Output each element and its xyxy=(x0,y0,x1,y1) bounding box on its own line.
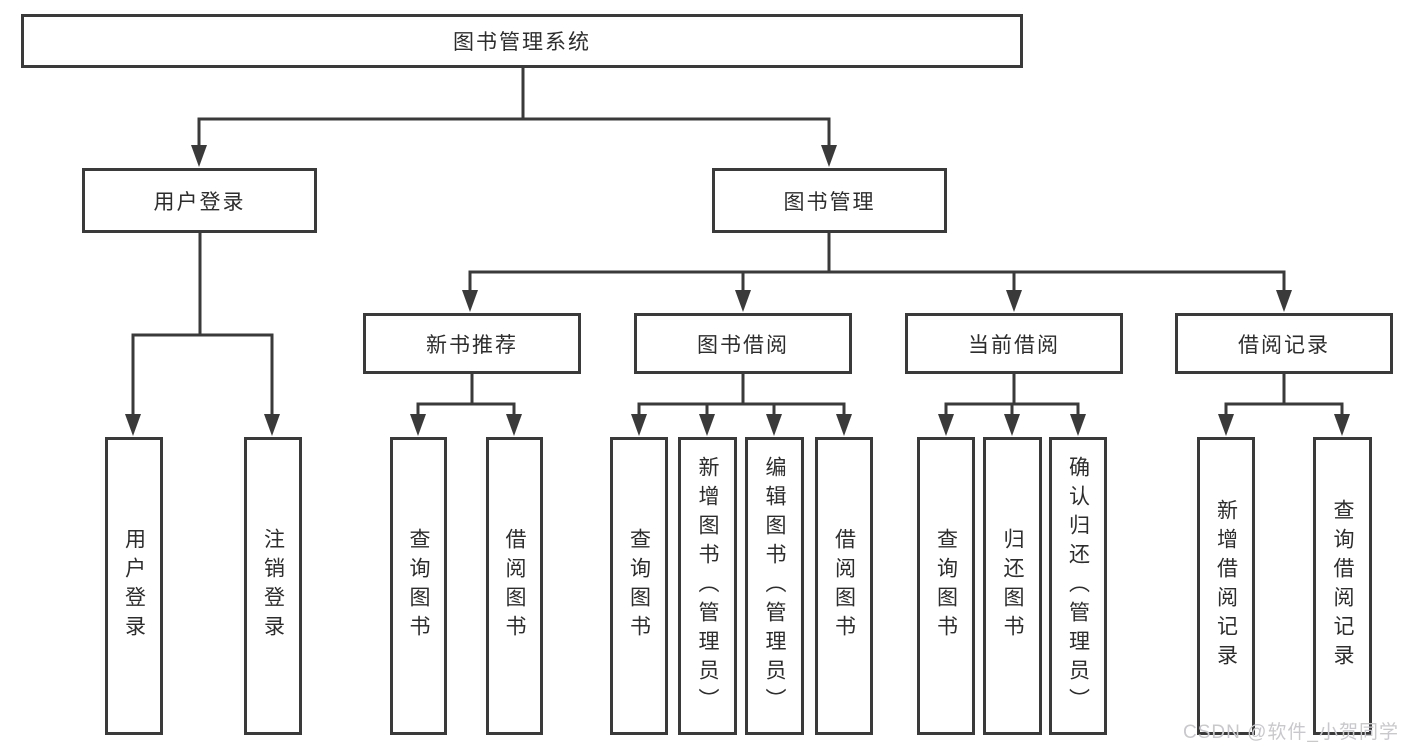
arrowhead-icons xyxy=(125,145,1350,436)
leaf-logout: 注销登录 xyxy=(244,437,302,735)
node-current-borrowing: 当前借阅 xyxy=(905,313,1123,374)
node-book-borrowing: 图书借阅 xyxy=(634,313,852,374)
node-label: 新增图书（管理员） xyxy=(696,455,719,717)
node-label: 注销登录 xyxy=(261,528,285,644)
node-label: 用户登录 xyxy=(122,528,146,644)
node-label: 借阅图书 xyxy=(832,528,856,644)
node-label: 编辑图书（管理员） xyxy=(763,455,786,717)
node-label: 当前借阅 xyxy=(968,333,1060,357)
leaf-return-books: 归还图书 xyxy=(983,437,1042,735)
node-new-book-recommend: 新书推荐 xyxy=(363,313,581,374)
leaf-edit-books-admin: 编辑图书（管理员） xyxy=(745,437,804,735)
node-label: 用户登录 xyxy=(153,190,246,214)
leaf-query-books-current: 查询图书 xyxy=(917,437,975,735)
node-borrowing-records: 借阅记录 xyxy=(1175,313,1393,374)
leaf-query-books-borrow: 查询图书 xyxy=(610,437,668,735)
csdn-watermark: CSDN @软件_小贺同学 xyxy=(1183,722,1399,743)
leaf-confirm-return-admin: 确认归还（管理员） xyxy=(1049,437,1107,735)
node-book-management: 图书管理 xyxy=(712,168,947,233)
leaf-borrow-books-recommend: 借阅图书 xyxy=(486,437,543,735)
leaf-query-books-recommend: 查询图书 xyxy=(390,437,447,735)
node-label: 查询图书 xyxy=(627,528,651,644)
node-label: 新书推荐 xyxy=(426,333,518,357)
node-label: 图书借阅 xyxy=(697,333,789,357)
node-label: 查询图书 xyxy=(934,528,958,644)
leaf-borrow-books: 借阅图书 xyxy=(815,437,873,735)
node-library-management-system: 图书管理系统 xyxy=(21,14,1023,68)
node-label: 查询借阅记录 xyxy=(1331,499,1354,673)
node-label: 确认归还（管理员） xyxy=(1066,455,1090,717)
node-label: 新增借阅记录 xyxy=(1214,499,1238,673)
node-label: 图书管理系统 xyxy=(453,31,591,54)
node-label: 归还图书 xyxy=(1001,528,1024,644)
leaf-user-login: 用户登录 xyxy=(105,437,163,735)
node-label: 查询图书 xyxy=(407,528,430,644)
node-label: 图书管理 xyxy=(783,190,876,214)
node-label: 借阅记录 xyxy=(1238,333,1330,357)
leaf-query-borrow-record: 查询借阅记录 xyxy=(1313,437,1372,735)
leaf-add-borrow-record: 新增借阅记录 xyxy=(1197,437,1255,735)
node-user-login: 用户登录 xyxy=(82,168,317,233)
leaf-add-books-admin: 新增图书（管理员） xyxy=(678,437,737,735)
node-label: 借阅图书 xyxy=(503,528,526,644)
